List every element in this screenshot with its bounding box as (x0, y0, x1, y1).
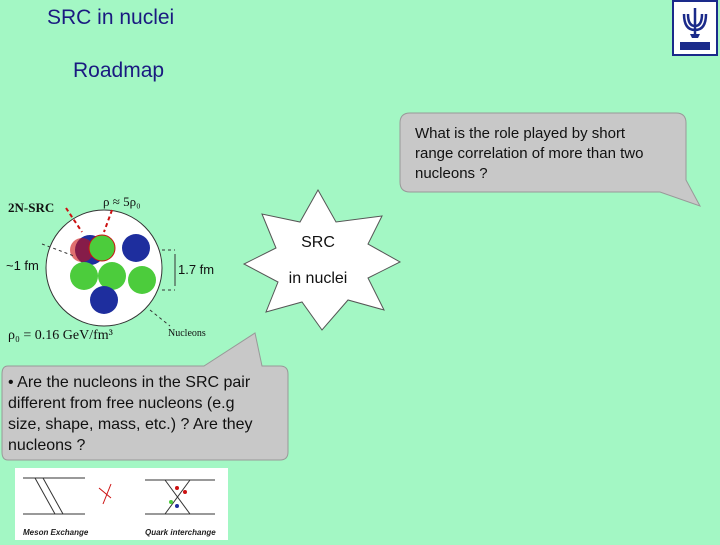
nucleon-green (128, 266, 156, 294)
university-logo (672, 0, 718, 56)
nucleon-green (88, 234, 116, 262)
nucleon-blue (122, 234, 150, 262)
density-pointer-right (103, 209, 113, 233)
nucleon-green (70, 262, 98, 290)
label-1fm: ~1 fm (6, 258, 39, 273)
menorah-logo-icon (672, 0, 718, 56)
callout-top-shape (399, 112, 702, 207)
label-17fm: 1.7 fm (178, 262, 215, 277)
callout-bottom-text: • Are the nucleons in the SRC pair diffe… (8, 374, 253, 454)
nucleons-pointer (149, 309, 171, 327)
feynman-label-right: Quark interchange (145, 528, 216, 537)
burst-line1: SRC (301, 234, 335, 251)
src-pair-highlight (70, 238, 94, 262)
label-2n-src: 2N-SRC (8, 200, 55, 215)
density-pointer-left (65, 207, 83, 233)
nucleon-blue (90, 286, 118, 314)
burst-line2: in nuclei (288, 270, 348, 287)
slide-subtitle: Roadmap (73, 59, 165, 82)
feynman-diagrams: Meson Exchange Quark interchange (15, 468, 228, 540)
src-burst-shape (242, 188, 402, 331)
label-density: ρ ≈ 5ρ₀ (103, 194, 141, 209)
feynman-lines (23, 477, 215, 515)
feynman-label-left: Meson Exchange (23, 528, 89, 537)
callout-bottom-shape (1, 332, 289, 461)
label-nucleons: Nucleons (168, 328, 206, 339)
slide-title: SRC in nuclei (47, 6, 175, 29)
callout-top-text: What is the role played by short range c… (415, 125, 644, 182)
nucleus-diagram (41, 207, 176, 327)
label-rho0: ρ₀ = 0.16 GeV/fm³ (8, 328, 113, 343)
nucleon-green (98, 262, 126, 290)
